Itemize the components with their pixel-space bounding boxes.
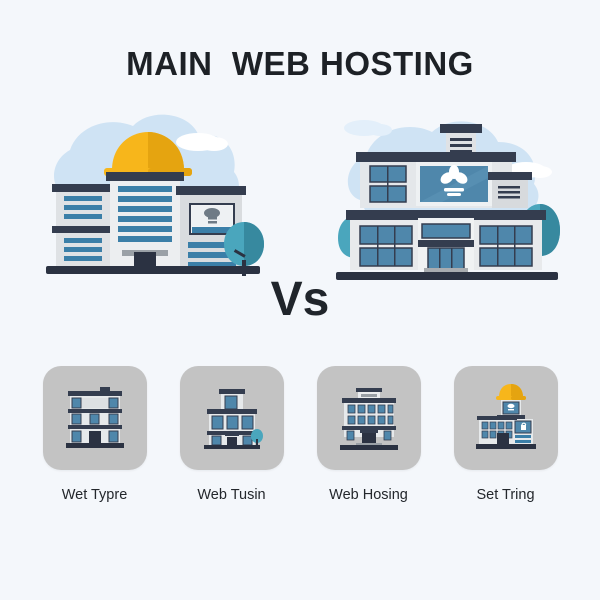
- three-story-building-icon: [65, 387, 124, 448]
- list-item-label: Web Hosing: [329, 487, 408, 503]
- lower-right-windows: [479, 225, 533, 267]
- pinwheel-logo-icon: [440, 165, 468, 196]
- hard-hat-icon: [495, 384, 526, 400]
- tower-building-tree-icon: [203, 389, 263, 449]
- tower-roof: [106, 172, 184, 181]
- list-item-label: Set Tring: [476, 487, 535, 503]
- modern-office-svg: [336, 120, 560, 280]
- list-item[interactable]: Web Hosing: [316, 366, 421, 541]
- building-type-card-row: Wet Typre: [0, 366, 600, 541]
- lock-sign-icon: [514, 420, 531, 434]
- ground-base: [336, 272, 558, 280]
- cloud-server-sign: [189, 203, 235, 235]
- civic-building-icon: [339, 388, 398, 450]
- card-tile-3[interactable]: [316, 366, 421, 470]
- construction-building-svg: [46, 114, 264, 276]
- small-block-roof: [488, 172, 532, 180]
- wing-ledge: [52, 226, 114, 233]
- cloud-icon: [528, 166, 552, 178]
- page-title: MAIN WEB HOSTING: [126, 45, 474, 82]
- hero-left-illustration: [38, 100, 268, 290]
- right-wing-window-bands: [188, 242, 236, 266]
- tower-entrance-door: [134, 252, 156, 266]
- list-item[interactable]: Web Tusin: [179, 366, 284, 541]
- tree-icon: [250, 429, 263, 447]
- hero-right-illustration: [330, 100, 565, 290]
- card-tile-1[interactable]: [42, 366, 147, 470]
- lower-roof-slab: [346, 210, 546, 220]
- right-wing-roof: [176, 186, 246, 195]
- hardhat-building-icon: [475, 384, 536, 449]
- list-item-label: Wet Typre: [61, 487, 128, 503]
- main-entrance: [418, 218, 474, 274]
- rooftop-unit: [440, 124, 482, 155]
- small-block-louvers: [498, 186, 520, 199]
- tower-window-bands: [118, 186, 172, 242]
- billboard-screen: [416, 162, 492, 206]
- card-tile-2[interactable]: [179, 366, 284, 470]
- list-item-label: Web Tusin: [197, 487, 266, 503]
- ground-base: [46, 266, 260, 274]
- cloud-icon: [200, 137, 228, 151]
- cloud-server-sign: [502, 401, 519, 415]
- hero-comparison-row: [0, 100, 600, 290]
- upper-roof-slab: [356, 152, 516, 162]
- list-item[interactable]: Set Tring: [453, 366, 558, 541]
- hard-hat-icon: [104, 132, 192, 176]
- wing-roof: [52, 184, 114, 192]
- lower-left-windows: [359, 225, 413, 267]
- card-tile-4[interactable]: [453, 366, 558, 470]
- versus-label: Vs: [270, 273, 330, 326]
- list-item[interactable]: Wet Typre: [42, 366, 147, 541]
- upper-left-windows: [369, 165, 407, 203]
- wing-window-bands: [64, 196, 102, 261]
- cloud-icon: [368, 124, 392, 136]
